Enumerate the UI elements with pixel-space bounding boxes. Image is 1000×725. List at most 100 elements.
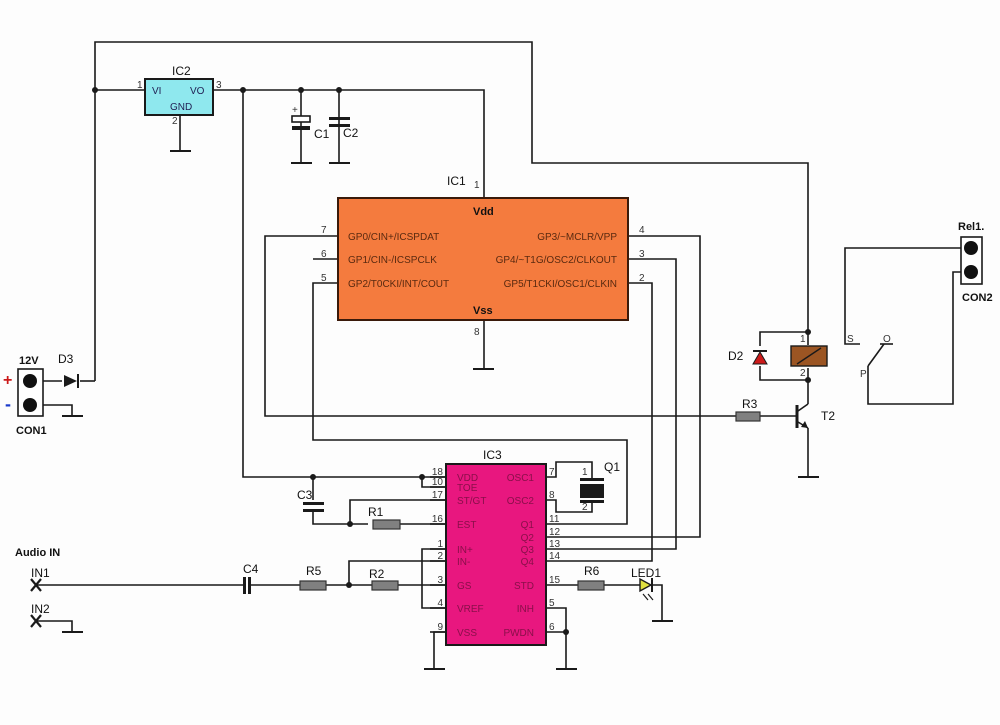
- ic3-pin-name: OSC1: [507, 473, 535, 484]
- q1-label: Q1: [604, 460, 620, 474]
- audio-in-title: Audio IN: [15, 547, 60, 559]
- c4-plate: [248, 577, 251, 594]
- resistor-r3[interactable]: R3: [735, 397, 761, 422]
- in1-label: IN1: [31, 566, 50, 580]
- ic2-vo-label: VO: [190, 86, 205, 97]
- ic2-regulator[interactable]: IC2 VI VO GND 1 3 2: [137, 64, 222, 127]
- ic1-pin6-num: 6: [321, 249, 327, 260]
- switch-p-label: P: [860, 369, 867, 380]
- connector-con1[interactable]: 12V + - CON1: [3, 355, 47, 437]
- ic1-ref: IC1: [447, 174, 466, 188]
- ic3-pin-name: INH: [517, 604, 534, 615]
- c1-plate-plus: [291, 115, 311, 123]
- c2-plate: [329, 124, 350, 127]
- wire-in2: [36, 620, 73, 632]
- ic3-pin-num: 7: [549, 467, 555, 478]
- ic3-pin-num: 8: [549, 490, 555, 501]
- wire-in-minus: [348, 560, 446, 585]
- con2-label: CON2: [962, 292, 993, 304]
- crystal-q1[interactable]: Q1 1 2: [580, 460, 620, 513]
- switch-s-label: S: [847, 334, 854, 345]
- in2-label: IN2: [31, 602, 50, 616]
- ic3-decoder[interactable]: IC3 18VDD10TOE17ST/GT16EST1IN+2IN-3GS4VR…: [430, 448, 561, 646]
- diode-d3[interactable]: D3: [58, 352, 79, 388]
- d3-label: D3: [58, 352, 74, 366]
- connector-con2[interactable]: Rel1. CON2: [958, 221, 993, 304]
- ic1-pin-vss: 8: [474, 327, 480, 338]
- ic3-pin-name: VREF: [457, 604, 484, 615]
- capacitor-c4[interactable]: C4: [243, 562, 259, 594]
- c3-plate: [303, 509, 324, 512]
- r6-body: [577, 580, 605, 591]
- junction: [336, 87, 342, 93]
- wires: [30, 41, 971, 668]
- relay-coil[interactable]: 1 2: [790, 334, 828, 379]
- ic1-pin2-num: 2: [639, 273, 645, 284]
- switch-blade: [867, 343, 885, 367]
- ic2-pin-in: 1: [137, 80, 143, 91]
- transistor-t2[interactable]: T2: [795, 403, 835, 429]
- ic3-pin-name: GS: [457, 581, 472, 592]
- resistor-r1[interactable]: R1: [368, 505, 401, 530]
- relay-switch[interactable]: S O P: [847, 334, 893, 380]
- ic3-pin-num: 4: [437, 598, 443, 609]
- ic3-pin-num: 14: [549, 551, 561, 562]
- resistor-r5[interactable]: R5: [299, 564, 327, 591]
- wire-d2-top: [759, 331, 808, 346]
- resistor-r2[interactable]: R2: [369, 567, 399, 591]
- resistor-r6[interactable]: R6: [577, 564, 605, 591]
- r3-body: [735, 411, 761, 422]
- t2-label: T2: [821, 409, 835, 423]
- ic1-microcontroller[interactable]: IC1 1 Vdd Vss 8 7 GP0/CIN+/ICSPDAT 6 GP1…: [321, 174, 645, 338]
- ic3-pin-num: 15: [549, 575, 561, 586]
- junction: [419, 474, 425, 480]
- r1-label: R1: [368, 505, 384, 519]
- con2-terminal: [964, 241, 978, 255]
- c4-plate: [243, 577, 246, 594]
- ic2-ref: IC2: [172, 64, 191, 78]
- junction: [92, 87, 98, 93]
- ic1-pin6-name: GP1/CIN-/ICSPCLK: [348, 255, 437, 266]
- junction: [298, 87, 304, 93]
- diode-triangle-icon: [64, 375, 77, 387]
- led-led1[interactable]: LED1: [631, 566, 661, 601]
- wire-inh: [546, 607, 567, 668]
- t2-collector: [797, 403, 809, 412]
- ic1-vss-label: Vss: [473, 305, 493, 317]
- ic3-pin-num: 16: [432, 514, 444, 525]
- in1-terminal-x-icon[interactable]: [30, 578, 42, 592]
- ic3-pin-name: Q4: [521, 557, 535, 568]
- c1-plus-sign: +: [292, 105, 298, 116]
- wire-gp3-q2: [546, 235, 701, 538]
- capacitor-c1[interactable]: + C1: [291, 105, 330, 141]
- r5-body: [299, 580, 327, 591]
- con1-plus-sign: +: [3, 372, 12, 389]
- diode-d2[interactable]: D2: [728, 349, 768, 365]
- ic1-pin-vdd: 1: [474, 180, 480, 191]
- ic3-pin-num: 1: [437, 539, 443, 550]
- c2-plate: [329, 117, 350, 120]
- capacitor-c3[interactable]: C3: [297, 488, 324, 512]
- light-ray-icon: [642, 593, 649, 601]
- in2-terminal-x-icon[interactable]: [30, 614, 42, 628]
- wire-c3-bottom: [312, 512, 368, 525]
- con1-terminal-minus: [23, 398, 37, 412]
- wire-gp4-q3: [546, 258, 677, 550]
- ic3-pin-num: 17: [432, 490, 444, 501]
- ic2-gnd-label: GND: [170, 102, 192, 113]
- audio-input[interactable]: Audio IN IN1 IN2: [15, 547, 60, 628]
- wire-led-gnd: [652, 584, 663, 620]
- ic2-body: [144, 78, 214, 116]
- ic3-pin-name: Q3: [521, 545, 535, 556]
- con1-voltage: 12V: [19, 355, 39, 367]
- ic1-pin7-name: GP0/CIN+/ICSPDAT: [348, 232, 439, 243]
- ic1-pin2-name: GP5/T1CKI/OSC1/CLKIN: [504, 279, 617, 290]
- led1-label: LED1: [631, 566, 661, 580]
- wire-5v-ic3: [242, 90, 446, 478]
- capacitor-c2[interactable]: C2: [329, 117, 359, 140]
- ground-symbols: [62, 150, 819, 670]
- ic1-pin5-num: 5: [321, 273, 327, 284]
- relay-pin1: 1: [800, 334, 806, 345]
